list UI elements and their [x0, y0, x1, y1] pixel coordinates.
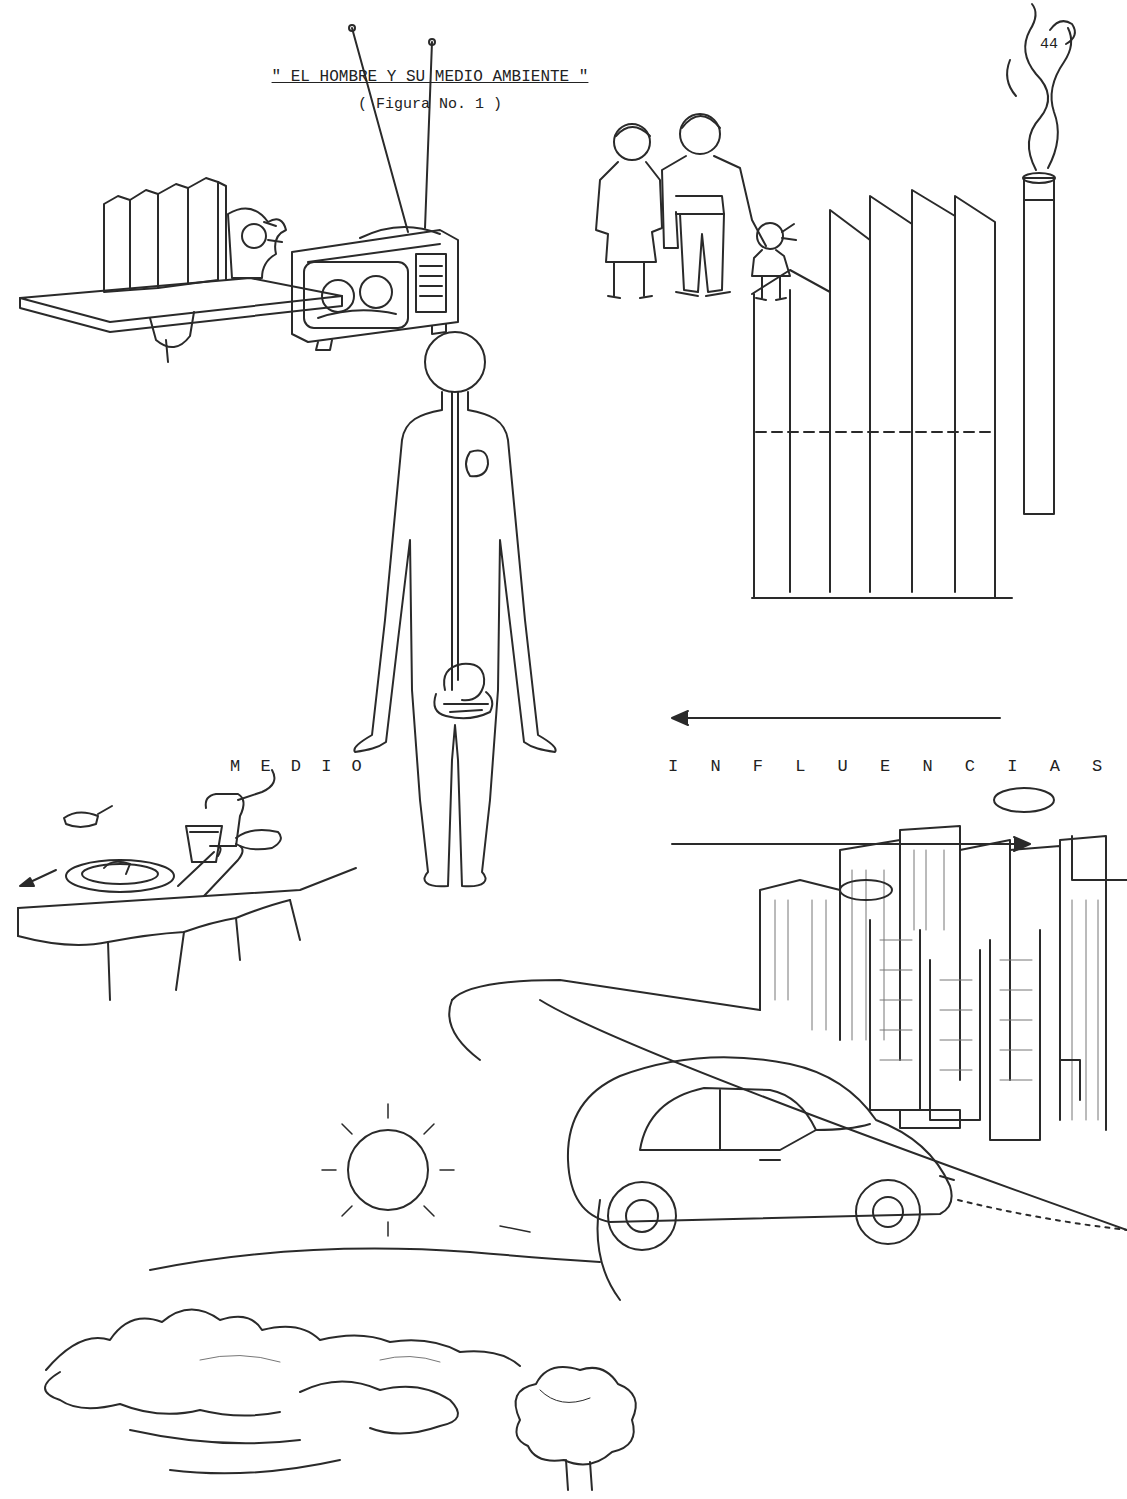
- medio-label: M E D I O: [230, 757, 367, 776]
- influence-arrows: [672, 711, 1030, 851]
- city-buildings: [760, 788, 1127, 1140]
- family: [596, 114, 796, 300]
- influencias-label: I N F L U E N C I A S: [668, 757, 1113, 776]
- factory: [752, 4, 1075, 598]
- figure-title: " EL HOMBRE Y SU MEDIO AMBIENTE ": [180, 68, 680, 86]
- page-number: 44: [1040, 36, 1058, 53]
- human-figure: [354, 332, 555, 886]
- road-and-car: [449, 980, 1127, 1300]
- sun-and-landscape: [45, 1104, 636, 1490]
- figure-caption: ( Figura No. 1 ): [180, 96, 680, 113]
- dining-table: [18, 770, 356, 1000]
- bookshelf: [20, 178, 342, 362]
